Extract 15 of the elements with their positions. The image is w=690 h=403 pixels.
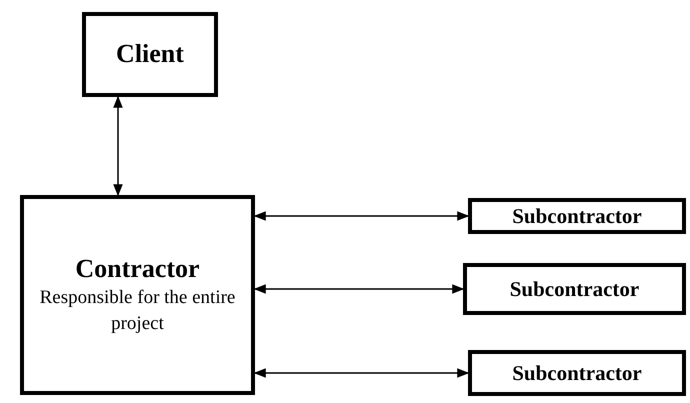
double-arrow [254, 284, 464, 294]
double-arrow [113, 96, 123, 196]
client-box [82, 12, 218, 97]
node-title: Client [116, 38, 184, 70]
contractor-box [20, 195, 255, 395]
subcontractor-box [468, 350, 686, 396]
node-description: Responsible for the entire project [38, 286, 236, 336]
double-arrow [254, 368, 470, 378]
node-title: Contractor [75, 252, 200, 285]
subcontractor-box [463, 263, 686, 315]
node-title: Subcontractor [510, 276, 640, 302]
node-title: Subcontractor [512, 202, 642, 230]
subcontractor-box [468, 198, 686, 234]
double-arrow [254, 211, 470, 221]
node-title: Subcontractor [512, 360, 642, 386]
